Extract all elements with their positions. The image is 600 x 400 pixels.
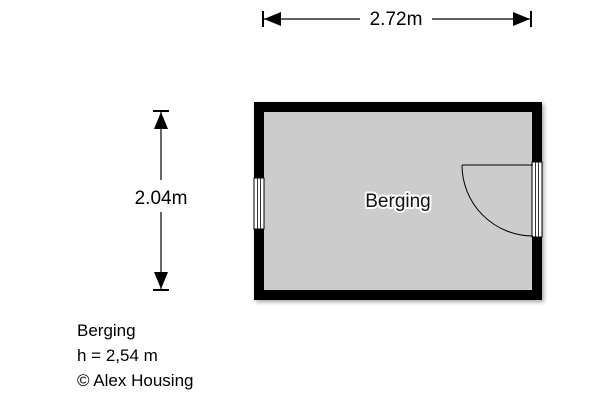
width-dimension: 2.72m (262, 9, 532, 30)
width-label: 2.72m (370, 9, 423, 30)
room-berging: Berging (253, 102, 543, 300)
room-label: Berging (365, 191, 431, 212)
window (253, 177, 265, 230)
door (461, 161, 543, 238)
info-room-name: Berging (77, 321, 136, 340)
depth-label: 2.04m (135, 188, 188, 209)
depth-dimension: 2.04m (135, 110, 188, 291)
info-copyright: © Alex Housing (77, 371, 194, 390)
room-info: Berging h = 2,54 m © Alex Housing (77, 318, 193, 393)
info-height: h = 2,54 m (77, 346, 158, 365)
floor (264, 112, 532, 290)
